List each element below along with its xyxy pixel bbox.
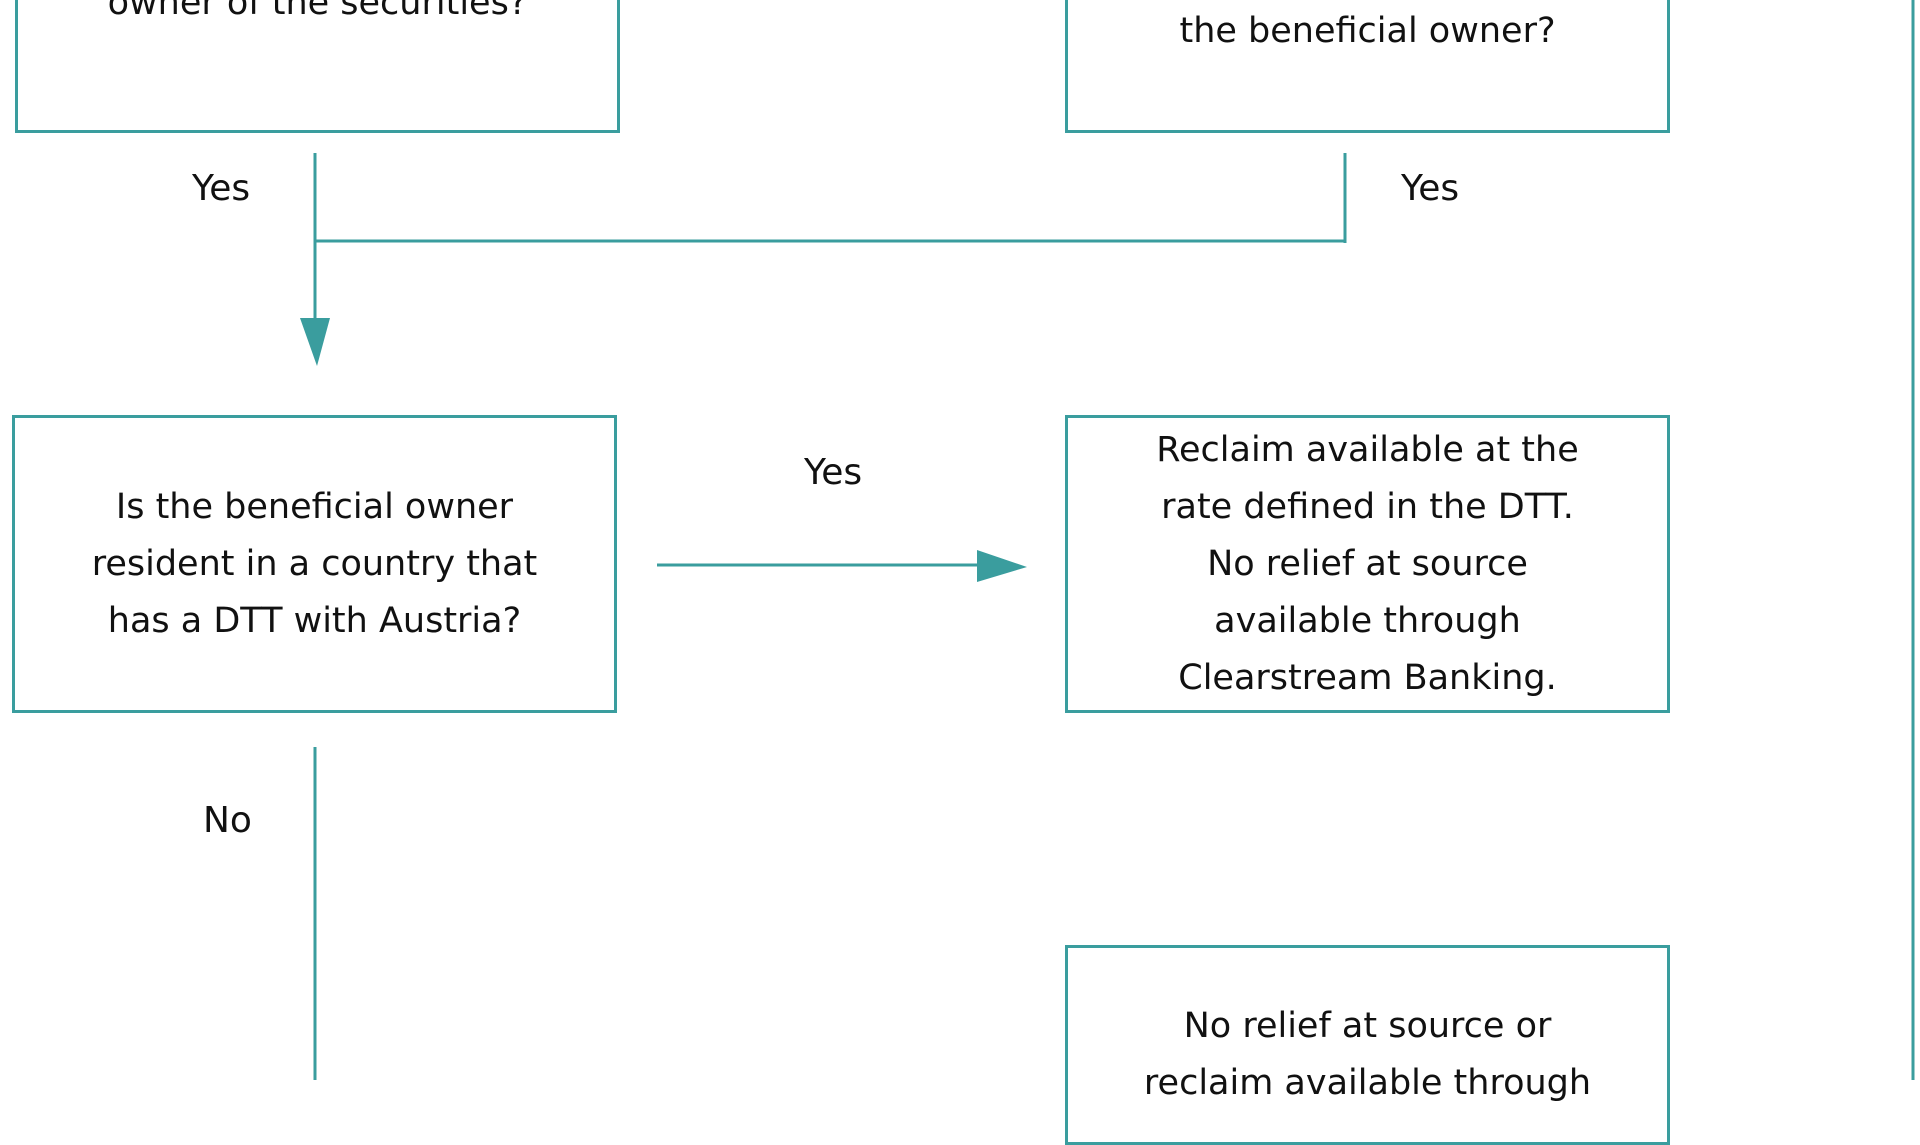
label-yes-right: Yes <box>1401 168 1460 209</box>
arrowhead-right-icon <box>977 550 1027 582</box>
box-line: rate defined in the DTT. <box>1161 486 1574 527</box>
box-line: Clearstream Banking. <box>1178 657 1557 698</box>
box-line: No relief at source or <box>1183 1006 1552 1046</box>
box-line: reclaim available through <box>1143 1063 1592 1103</box>
box-line: owner of the securities? <box>107 0 528 23</box>
box-line: the beneficial owner? <box>1179 11 1556 51</box>
box-no-relief: No relief at source or reclaim available… <box>1065 945 1670 1145</box>
box-line: resident in a country that <box>91 543 538 584</box>
label-yes-middle: Yes <box>804 452 863 493</box>
box-line: Is the beneficial owner <box>115 486 514 527</box>
box-line: No relief at source <box>1207 543 1528 584</box>
label-yes-left: Yes <box>192 168 251 209</box>
box-top-left: owner of the securities? <box>15 0 620 133</box>
box-reclaim-dtt: Reclaim available at the rate defined in… <box>1065 415 1670 713</box>
box-line: available through <box>1214 600 1521 641</box>
arrowhead-down-icon <box>300 318 330 366</box>
box-dtt-question: Is the beneficial owner resident in a co… <box>12 415 617 713</box>
box-top-right: the beneficial owner? <box>1065 0 1670 133</box>
label-no: No <box>203 800 252 841</box>
box-line: Reclaim available at the <box>1156 429 1579 470</box>
box-line: has a DTT with Austria? <box>107 600 522 641</box>
connector-lines <box>300 0 1915 1080</box>
